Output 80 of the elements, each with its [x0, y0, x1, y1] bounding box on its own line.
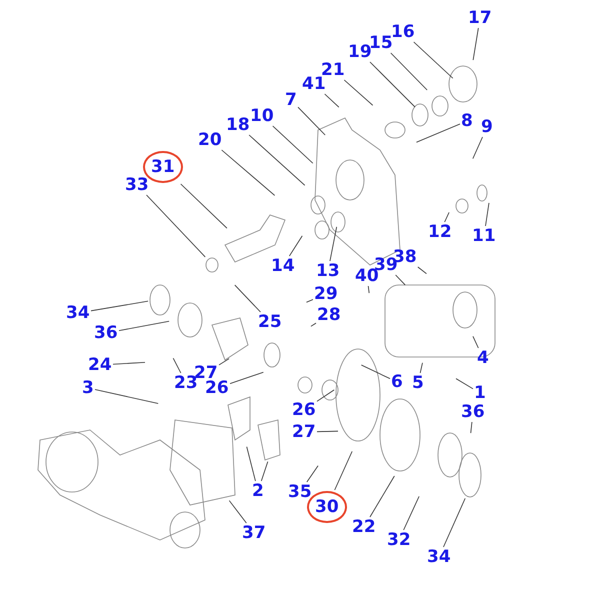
leader-line — [456, 378, 474, 390]
callout-number: 16 — [391, 23, 415, 41]
callout-number: 29 — [314, 285, 338, 303]
leader-line — [248, 134, 306, 186]
leader-line — [306, 465, 318, 482]
leader-line — [485, 202, 490, 226]
callout-number: 9 — [481, 118, 493, 136]
leader-line — [417, 266, 427, 274]
leader-line — [228, 500, 247, 524]
leader-line — [370, 62, 416, 108]
leader-line — [470, 422, 472, 434]
leader-line — [395, 274, 406, 286]
callout-number: 6 — [391, 373, 403, 391]
callout-number: 15 — [369, 34, 393, 52]
callout-number: 36 — [461, 403, 485, 421]
callout-number: 3 — [82, 379, 94, 397]
leader-line — [118, 320, 170, 331]
leader-line — [146, 194, 206, 258]
leader-line — [218, 358, 230, 366]
callout-number: 18 — [226, 116, 250, 134]
callout-number: 20 — [198, 131, 222, 149]
leader-line — [472, 136, 483, 160]
leader-line — [234, 284, 261, 312]
callout-number: 32 — [387, 531, 411, 549]
callout-number: 37 — [242, 524, 266, 542]
leader-line — [416, 124, 460, 143]
callout-number: 14 — [271, 257, 295, 275]
leader-line — [390, 52, 428, 90]
leader-line — [230, 372, 264, 384]
leader-line — [112, 362, 146, 365]
callout-number: 4 — [477, 349, 489, 367]
callout-number: 34 — [66, 304, 90, 322]
leader-line — [324, 94, 340, 108]
leader-line — [172, 358, 182, 374]
callout-number: 26 — [292, 401, 316, 419]
callout-number: 27 — [292, 423, 316, 441]
callout-number: 36 — [94, 324, 118, 342]
callout-number: 25 — [258, 313, 282, 331]
leader-line — [472, 336, 479, 348]
leader-line — [272, 126, 314, 164]
callout-number: 2 — [252, 482, 264, 500]
callout-number: 8 — [461, 112, 473, 130]
callout-number: 10 — [250, 107, 274, 125]
leader-line — [316, 430, 338, 432]
leader-line — [246, 446, 256, 482]
callout-number: 19 — [348, 43, 372, 61]
leader-line — [344, 80, 374, 106]
callout-number: 11 — [472, 227, 496, 245]
leader-line — [420, 362, 423, 374]
callout-number: 7 — [285, 91, 297, 109]
callout-number: 12 — [428, 223, 452, 241]
callout-number: 17 — [468, 9, 492, 27]
leader-line — [444, 212, 450, 222]
leader-line — [443, 498, 466, 548]
callout-number: 5 — [412, 374, 424, 392]
leader-line — [334, 450, 353, 490]
leader-line — [413, 42, 454, 79]
leader-line — [298, 106, 326, 136]
leader-line — [94, 389, 159, 404]
callout-number: 13 — [316, 262, 340, 280]
leader-line — [310, 322, 316, 327]
leader-line — [306, 299, 314, 303]
callout-number: 28 — [317, 306, 341, 324]
callout-number: 34 — [427, 548, 451, 566]
leader-line — [316, 389, 335, 402]
leader-line — [368, 286, 370, 294]
callout-number: 22 — [352, 518, 376, 536]
leader-line — [370, 476, 395, 518]
callout-number: 1 — [474, 384, 486, 402]
leader-line — [472, 28, 479, 60]
leader-line — [289, 236, 303, 256]
leader-line — [180, 184, 228, 229]
leader-line — [360, 364, 390, 380]
leader-line — [330, 226, 338, 262]
leader-line — [90, 300, 148, 312]
leader-line — [260, 461, 268, 482]
leader-line — [403, 496, 420, 530]
callout-number: 24 — [88, 356, 112, 374]
callout-number: 26 — [205, 379, 229, 397]
leader-line — [221, 150, 276, 196]
